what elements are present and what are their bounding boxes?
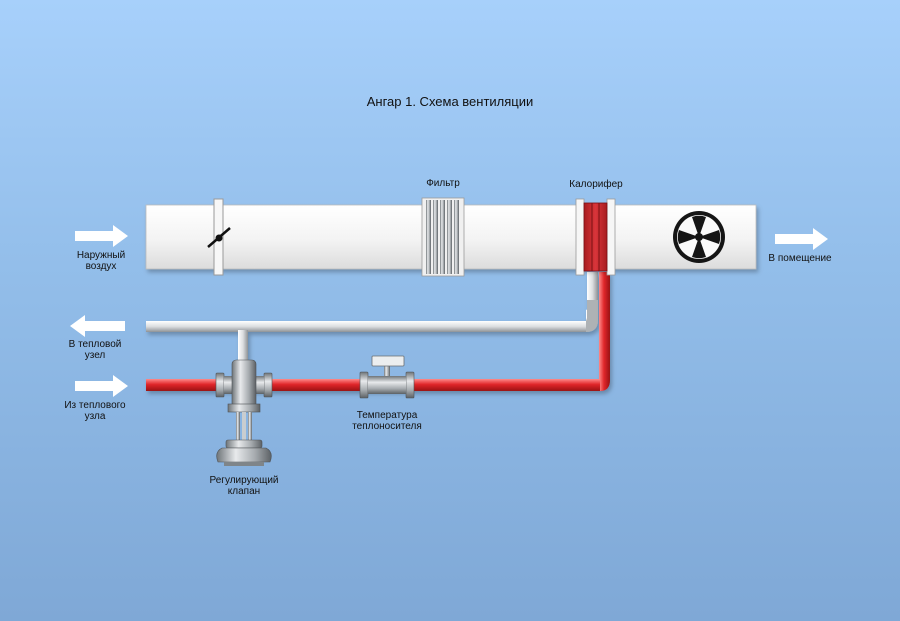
filter-icon[interactable] xyxy=(421,197,465,277)
outdoor-air-arrow xyxy=(75,225,128,247)
fan-icon[interactable] xyxy=(673,211,725,263)
damper-icon[interactable] xyxy=(207,198,231,276)
to-heat-node-label: В тепловой узел xyxy=(68,339,122,361)
control-valve-label: Регулирующий клапан xyxy=(209,475,279,497)
arrow-icon xyxy=(70,225,828,397)
heater-icon[interactable] xyxy=(575,198,616,276)
to-room-arrow xyxy=(775,228,828,250)
temperature-label: Температура теплоносителя xyxy=(352,410,422,432)
from-heat-node-arrow xyxy=(75,375,128,397)
to-room-label: В помещение xyxy=(768,253,832,264)
outdoor-air-label: Наружный воздух xyxy=(76,250,126,272)
heater-label: Калорифер xyxy=(569,179,623,190)
page-title: Ангар 1. Схема вентиляции xyxy=(366,94,534,109)
to-heat-node-arrow xyxy=(70,315,125,337)
return-pipe xyxy=(146,272,598,362)
temperature-sensor-icon[interactable] xyxy=(359,355,415,399)
from-heat-node-label: Из теплового узла xyxy=(64,400,126,422)
filter-label: Фильтр xyxy=(426,178,460,189)
control-valve-icon[interactable] xyxy=(215,359,273,466)
